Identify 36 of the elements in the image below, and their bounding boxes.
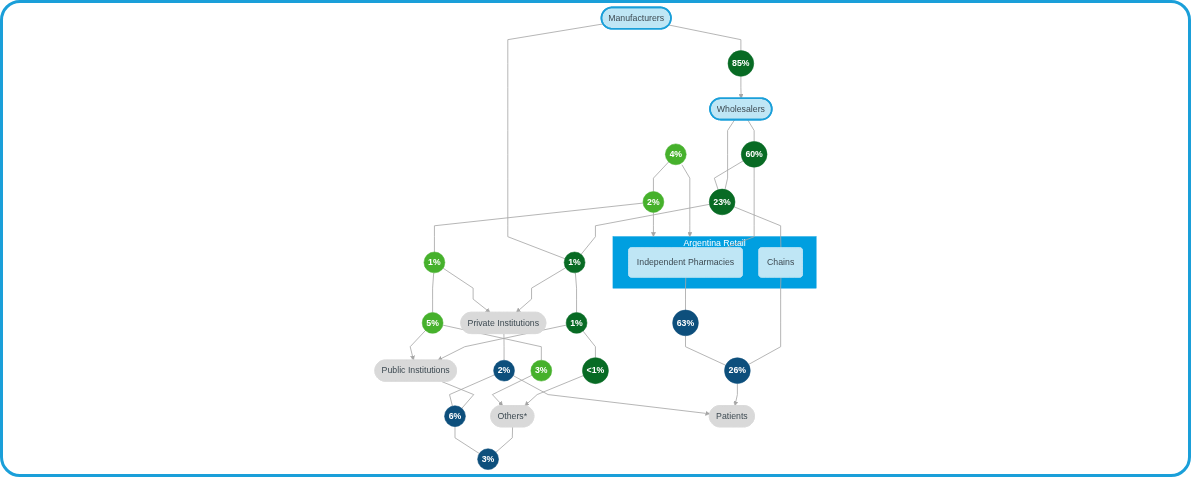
connector xyxy=(495,426,513,453)
connector xyxy=(685,277,687,311)
node-circle: 1% xyxy=(563,251,586,274)
node-circle: 26% xyxy=(724,357,751,384)
node-circle: 3% xyxy=(530,359,553,382)
connector xyxy=(574,272,577,313)
connector xyxy=(454,426,480,454)
connector xyxy=(653,161,670,192)
connector xyxy=(582,330,596,359)
node-circle: 1% xyxy=(423,251,446,274)
node-circle: 60% xyxy=(741,141,768,168)
connector xyxy=(747,119,755,142)
node-circle: 3% xyxy=(477,448,499,470)
connector xyxy=(685,335,727,366)
node-circle: 2% xyxy=(493,359,515,382)
node-circle: 5% xyxy=(421,312,444,334)
node-circle: 85% xyxy=(727,50,754,77)
connector xyxy=(441,381,475,409)
connector xyxy=(449,374,495,407)
node-circle: 2% xyxy=(642,191,665,213)
node-circle: 4% xyxy=(665,143,687,166)
connector xyxy=(580,203,710,255)
connector xyxy=(434,202,644,253)
node-circle: 23% xyxy=(709,188,736,216)
connector xyxy=(668,24,742,51)
connector xyxy=(713,160,744,191)
node-circle: 63% xyxy=(672,309,699,337)
connector xyxy=(748,277,782,365)
connector xyxy=(724,119,735,190)
node-circle: <1% xyxy=(582,357,609,384)
connector xyxy=(507,23,604,260)
connector xyxy=(503,333,505,361)
node-circle: 1% xyxy=(565,312,588,334)
node-circle: 6% xyxy=(444,405,466,427)
connector xyxy=(733,206,782,249)
connector xyxy=(432,272,435,313)
